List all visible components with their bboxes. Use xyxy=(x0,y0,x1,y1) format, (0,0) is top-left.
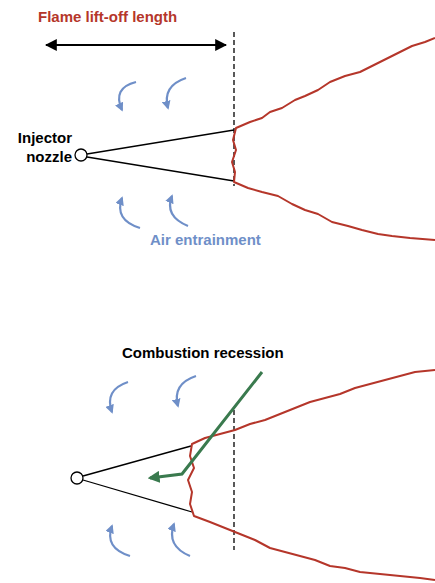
part-label: Injector nozzle xyxy=(2,129,72,167)
length-arrow xyxy=(46,44,226,46)
lift-off-line xyxy=(233,32,234,186)
entrainment-arrows xyxy=(119,78,188,228)
spray-edge xyxy=(87,130,234,154)
injector-nozzle xyxy=(71,472,83,484)
spray-edge xyxy=(83,446,191,476)
flow-label: Air entrainment xyxy=(150,231,310,250)
flame-boundary xyxy=(188,370,435,580)
callout-label: Combustion recession xyxy=(122,344,322,363)
dimension-label: Flame lift-off length xyxy=(38,8,238,27)
spray-edge xyxy=(83,480,192,512)
spray-edge xyxy=(87,157,234,181)
flame-boundary xyxy=(232,38,435,240)
recession-arrow xyxy=(150,372,262,478)
entrainment-arrows xyxy=(110,376,196,556)
injector-nozzle xyxy=(75,149,87,161)
